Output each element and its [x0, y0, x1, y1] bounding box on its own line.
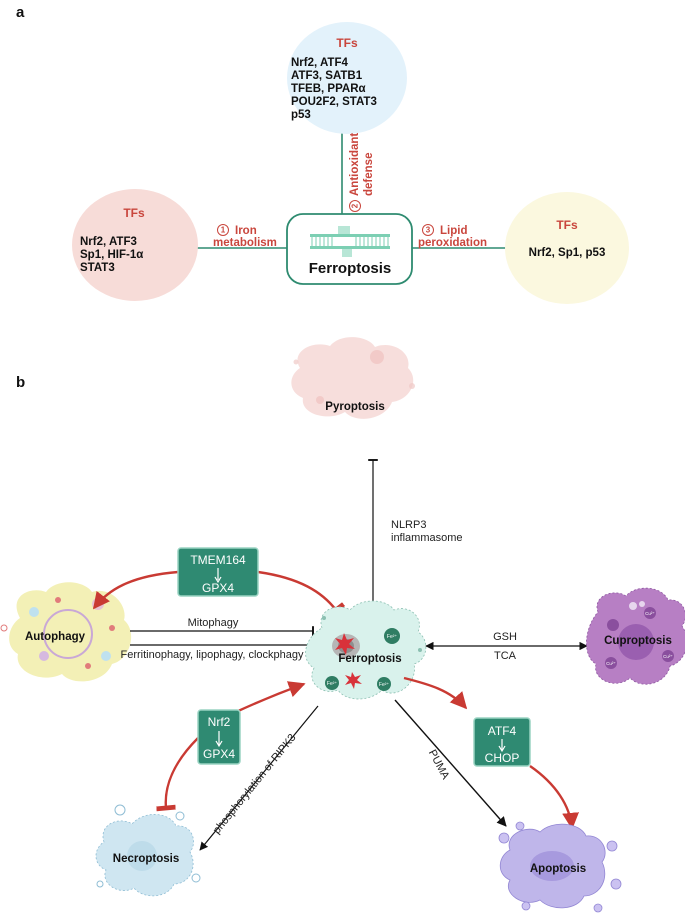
atf4-label: ATF4	[488, 724, 517, 738]
chop-label: CHOP	[485, 751, 520, 765]
necroptosis-cell	[95, 804, 201, 897]
iron-label: Iron	[235, 225, 257, 237]
fe-ion-label: Fe²⁺	[387, 634, 398, 640]
tca-label: TCA	[494, 650, 517, 662]
link-number-1-circle	[217, 224, 229, 236]
ferroptosis-label: Ferroptosis	[338, 653, 401, 665]
link-number-3-circle	[422, 224, 434, 236]
link-number-2-circle	[349, 200, 361, 212]
link-number-2: 2	[351, 203, 360, 208]
cu-ion-label: Cu²⁺	[663, 654, 673, 659]
left-tf-circle	[72, 189, 198, 301]
top-tf-title: TFs	[336, 36, 358, 50]
inflammasome-label: inflammasome	[391, 532, 463, 544]
nrf2-label: Nrf2	[208, 715, 231, 729]
membrane-icon	[310, 226, 390, 257]
cuproptosis-label: Cuproptosis	[604, 635, 672, 647]
ripk3-arrow	[199, 705, 319, 851]
chop-to-apoptosis-arrow	[529, 765, 579, 830]
panel-b-label: b	[16, 374, 25, 391]
nlrp3-label: NLRP3	[391, 519, 426, 531]
pyroptosis-label: Pyroptosis	[325, 401, 384, 413]
mitophagy-label: Mitophagy	[188, 617, 239, 629]
tmem-internal-arrowhead	[214, 576, 222, 584]
right-tf-title: TFs	[556, 218, 578, 232]
top-tf-item: p53	[291, 109, 311, 121]
top-tf-item: Nrf2, ATF4	[291, 57, 348, 69]
ferritinophagy-label: Ferritinophagy, lipophagy, clockphagy	[120, 649, 304, 661]
peroxidation-label: peroxidation	[418, 237, 487, 249]
tmem-to-autophagy-arrow	[92, 570, 179, 610]
left-tf-title: TFs	[123, 206, 145, 220]
link-number-3: 3	[426, 226, 431, 235]
right-tf-item: Nrf2, Sp1, p53	[529, 247, 606, 259]
lipid-label: Lipid	[440, 225, 467, 237]
left-tf-item: STAT3	[80, 262, 115, 274]
cu-ion-label: Cu²⁺	[606, 661, 616, 666]
right-tf-circle	[505, 192, 629, 304]
puma-arrow	[394, 699, 507, 827]
tmem-to-ferroptosis-inhibition	[257, 570, 346, 618]
nrf2-internal-arrowhead	[215, 740, 223, 748]
top-tf-circle	[287, 22, 407, 134]
panel-a-label: a	[16, 4, 25, 21]
fe-ion-label: Fe²⁺	[327, 681, 338, 687]
antioxidant-label: Antioxidant	[349, 133, 361, 196]
ferroptosis-to-atf4-arrow	[403, 676, 468, 710]
ferroptosis-center-title: Ferroptosis	[309, 260, 392, 277]
puma-label: PUMA	[426, 748, 452, 782]
link-number-1: 1	[221, 226, 226, 235]
nrf2-gpx4-label: GPX4	[203, 747, 235, 761]
apoptosis-cell	[498, 821, 622, 913]
nrf2-to-necroptosis-inhibition	[156, 737, 199, 812]
left-tf-item: Sp1, HIF-1α	[80, 249, 143, 261]
nrf2-to-ferroptosis-arrow	[235, 681, 306, 714]
atf4-internal-arrowhead	[498, 745, 506, 753]
top-tf-item: POU2F2, STAT3	[291, 96, 377, 108]
pyroptosis-cell	[291, 337, 415, 419]
necroptosis-label: Necroptosis	[113, 853, 179, 865]
ferroptosis-cell	[305, 600, 427, 700]
gsh-label: GSH	[493, 631, 517, 643]
apoptosis-label: Apoptosis	[530, 863, 586, 875]
fe-ion-label: Fe²⁺	[379, 682, 390, 688]
cu-ion-label: Cu²⁺	[645, 611, 655, 616]
autophagy-label: Autophagy	[25, 631, 86, 643]
metabolism-label: metabolism	[213, 237, 277, 249]
tmem-gpx4-label: GPX4	[202, 581, 234, 595]
tmem164-label: TMEM164	[190, 553, 246, 567]
top-tf-item: ATF3, SATB1	[291, 70, 363, 82]
top-tf-item: TFEB, PPARα	[291, 83, 366, 95]
left-tf-item: Nrf2, ATF3	[80, 236, 137, 248]
defense-label: defense	[363, 153, 375, 196]
